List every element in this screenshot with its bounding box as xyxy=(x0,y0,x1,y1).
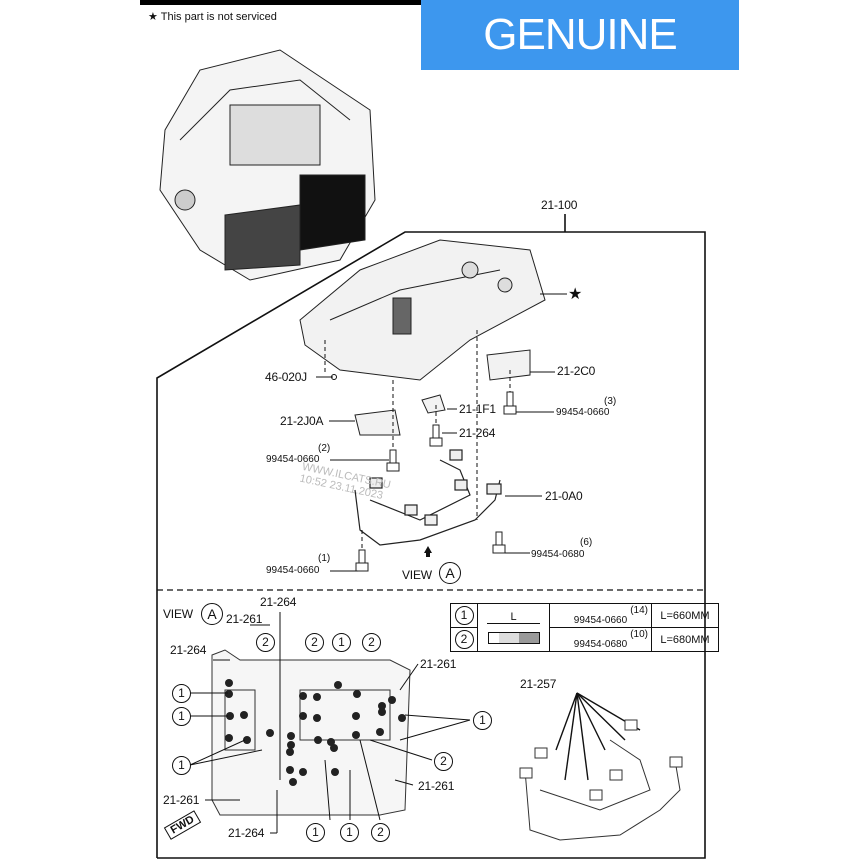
bolt-99454-0660-1: 99454-0660 xyxy=(266,565,320,576)
qty: (10) xyxy=(630,628,648,640)
part-46-020j: 46-020J xyxy=(265,370,307,384)
part-number: 99454-0660 xyxy=(573,614,628,626)
part-21-257: 21-257 xyxy=(520,677,557,691)
callout-1: 1 xyxy=(332,633,351,652)
leader-lines xyxy=(316,293,567,572)
bolt-icon: L xyxy=(477,603,550,652)
bolt-99454-0680-6: 99454-0680 xyxy=(531,549,585,560)
view-a-circle: A xyxy=(439,562,461,584)
star-icon: ★ xyxy=(148,11,158,23)
assembly-label: 21-100 xyxy=(541,198,578,212)
part-21-261: 21-261 xyxy=(226,612,263,626)
bolt-length: L=680MM xyxy=(651,627,719,652)
part-21-264: 21-264 xyxy=(170,643,207,657)
table-row: 2 (10)99454-0680 L=680MM xyxy=(450,627,719,652)
valve-body-illustration xyxy=(299,239,546,436)
callout-1: 1 xyxy=(172,684,191,703)
qty-2: (2) xyxy=(318,443,331,454)
view-a-harness xyxy=(519,692,683,841)
part-21-0a0: 21-0A0 xyxy=(545,489,583,503)
frame xyxy=(156,214,706,859)
part-21-264: 21-264 xyxy=(459,426,496,440)
view-a-title-circle: A xyxy=(201,603,223,625)
bolt-length-table: 1 L (14)99454-0660 L=660MM 2 (10)99454-0… xyxy=(450,603,719,652)
top-bar xyxy=(140,0,423,5)
view-label: VIEW xyxy=(402,568,432,582)
callout-2: 2 xyxy=(371,823,390,842)
view-a-title: VIEW xyxy=(163,607,193,621)
qty-6: (6) xyxy=(580,537,593,548)
part-21-261: 21-261 xyxy=(163,793,200,807)
bolt-key-1: 1 xyxy=(454,606,474,625)
view-arrow-icon xyxy=(424,546,432,557)
legend: ★ This part is not serviced xyxy=(148,10,277,23)
bolt-99454-0660-3: 99454-0660 xyxy=(556,407,610,418)
callout-2: 2 xyxy=(434,752,453,771)
wiring-harness-illustration xyxy=(354,449,502,546)
part-21-261: 21-261 xyxy=(418,779,455,793)
view-a-valve-body xyxy=(211,649,411,816)
bolt-99454-0660-2: 99454-0660 xyxy=(266,454,320,465)
view-a-leader-lines xyxy=(189,612,471,834)
bolts xyxy=(355,391,517,572)
part-21-2c0: 21-2C0 xyxy=(557,364,596,378)
bolt-key-2: 2 xyxy=(454,630,474,649)
part-21-2j0a: 21-2J0A xyxy=(280,414,324,428)
callout-1: 1 xyxy=(306,823,325,842)
callout-2: 2 xyxy=(305,633,324,652)
star-icon: ★ xyxy=(568,286,583,303)
dimension-label: L xyxy=(510,611,517,623)
callout-1: 1 xyxy=(473,711,492,730)
part-21-1f1: 21-1F1 xyxy=(459,402,496,416)
qty: (14) xyxy=(630,604,648,616)
callout-1: 1 xyxy=(172,756,191,775)
callout-2: 2 xyxy=(362,633,381,652)
callout-1: 1 xyxy=(340,823,359,842)
table-row: 1 L (14)99454-0660 L=660MM xyxy=(450,603,719,652)
part-21-261: 21-261 xyxy=(420,657,457,671)
callout-1: 1 xyxy=(172,707,191,726)
callout-2: 2 xyxy=(256,633,275,652)
transmission-illustration xyxy=(159,49,376,281)
genuine-parts-banner: GENUINE PARTS xyxy=(421,0,739,129)
qty-3: (3) xyxy=(604,396,617,407)
bolt-length: L=660MM xyxy=(651,603,719,628)
qty-1: (1) xyxy=(318,553,331,564)
part-number: 99454-0680 xyxy=(573,638,628,650)
part-21-264: 21-264 xyxy=(228,826,265,840)
part-21-264: 21-264 xyxy=(260,595,297,609)
legend-text: This part is not serviced xyxy=(160,11,277,23)
